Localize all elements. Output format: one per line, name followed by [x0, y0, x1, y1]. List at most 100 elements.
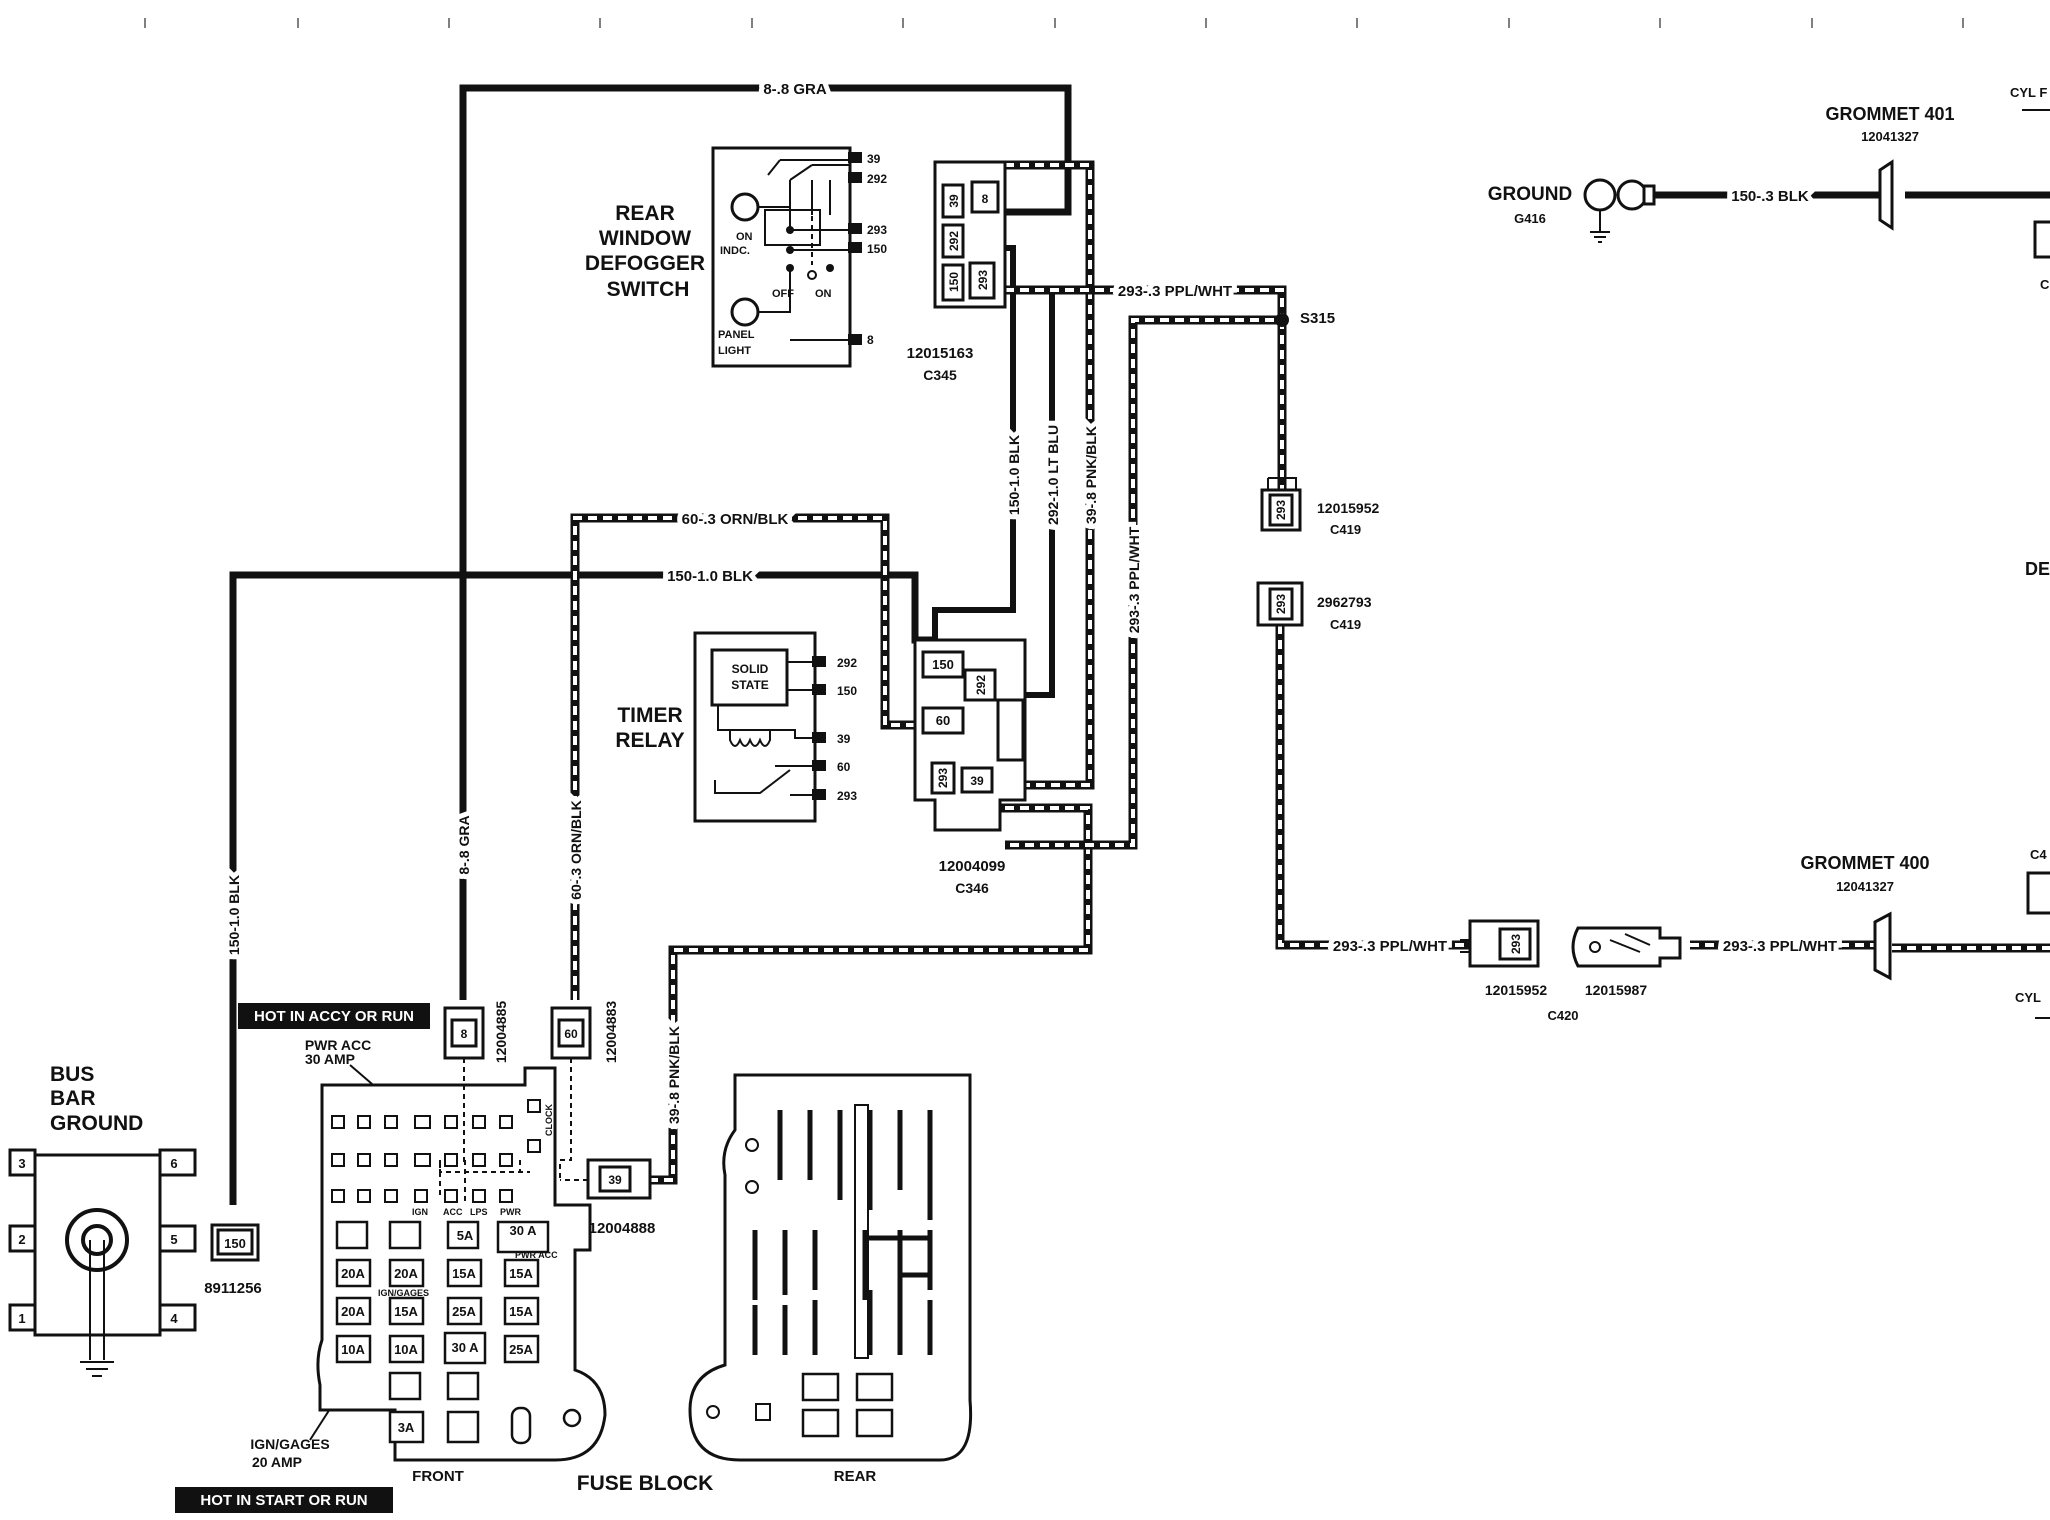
switch-light-label: LIGHT: [718, 345, 751, 357]
bus-terminal-3: 3: [18, 1156, 25, 1171]
timer-title-2: RELAY: [615, 729, 684, 752]
connector-c420: 293 12015952 12015987 C420: [1460, 919, 1682, 1023]
edge-cyl-bottom: CYL: [2015, 990, 2041, 1005]
frame-ticks: [144, 18, 1964, 28]
fuse-20a-2: 20A: [394, 1266, 418, 1281]
hot-accy-label: HOT IN ACCY OR RUN: [254, 1008, 414, 1025]
grommet401-label: GROMMET 401: [1825, 104, 1954, 124]
switch-on-pos-label: ON: [815, 288, 832, 300]
timer-relay: TIMER RELAY SOLID STATE 292 150 39 60 29…: [615, 631, 857, 823]
wire-label-150-blk-mid: 150-1.0 BLK: [1006, 435, 1022, 515]
c420-pin: 293: [1509, 934, 1523, 954]
c346-pin-60: 60: [936, 713, 950, 728]
wire-150-blk-ground: 150-.3 BLK: [1650, 183, 2050, 210]
clock-label: CLOCK: [544, 1104, 554, 1136]
conn-60-part: 12004883: [603, 1001, 619, 1064]
fuse-15a-1: 15A: [452, 1266, 476, 1281]
c419-top-id: C419: [1330, 522, 1361, 537]
switch-indc-label: INDC.: [720, 245, 750, 257]
switch-title-3: DEFOGGER: [585, 252, 705, 275]
wire-label-39-pnk-mid: 39-.8 PNK/BLK: [1083, 426, 1099, 524]
edge-c-top: C: [2040, 277, 2050, 292]
connector-c346: 150 292 60 293 39 12004099 C346: [913, 638, 1027, 896]
switch-pin-39: 39: [867, 152, 881, 166]
switch-title-4: SWITCH: [607, 278, 690, 301]
tiny-ign-gages: IGN/GAGES: [378, 1288, 429, 1298]
fuse-3a: 3A: [398, 1420, 415, 1435]
timer-state-label: STATE: [731, 678, 769, 692]
pwr-acc-amp: 30 AMP: [305, 1051, 355, 1067]
timer-pin-150: 150: [837, 684, 857, 698]
c420-id: C420: [1547, 1008, 1578, 1023]
c420-part-right: 12015987: [1585, 982, 1648, 998]
tiny-ign: IGN: [412, 1207, 428, 1217]
c346-pin-150: 150: [932, 657, 954, 672]
wire-label-293-top: 293-.3 PPL/WHT: [1118, 283, 1232, 300]
grommet400-label: GROMMET 400: [1800, 853, 1929, 873]
wire-label-ground: 150-.3 BLK: [1731, 188, 1809, 205]
ground-g416: GROUND G416: [1488, 178, 1656, 243]
wire-label-60-orn-vert: 60-.3 ORN/BLK: [568, 800, 584, 900]
timer-pin-60: 60: [837, 760, 851, 774]
wire-label-293-bottom-left: 293-.3 PPL/WHT: [1333, 938, 1447, 955]
fuse-10a-2: 10A: [394, 1342, 418, 1357]
fuse-10a-1: 10A: [341, 1342, 365, 1357]
connector-c345: 39 8 292 150 293 12015163 C345: [907, 160, 1007, 383]
switch-pin-150: 150: [867, 242, 887, 256]
fuse-5a: 5A: [457, 1228, 474, 1243]
wire-label-8-gra-vert: 8-.8 GRA: [456, 815, 472, 874]
splice-s315: S315: [1275, 310, 1335, 327]
fuse-front-label: FRONT: [412, 1468, 464, 1485]
timer-title-1: TIMER: [617, 704, 682, 727]
bus-terminal-1: 1: [18, 1311, 25, 1326]
fuse-15a-3: 15A: [394, 1304, 418, 1319]
fuse-20a-1: 20A: [341, 1266, 365, 1281]
conn-8-part: 12004885: [493, 1001, 509, 1064]
wire-150-blk-mid: 150-1.0 BLK: [932, 245, 1027, 660]
switch-on-label: ON: [736, 231, 753, 243]
bus-connector-pin: 150: [224, 1236, 246, 1251]
grommet-401: GROMMET 401 12041327: [1825, 104, 1955, 231]
switch-title-1: REAR: [615, 202, 675, 225]
switch-off-label: OFF: [772, 288, 794, 300]
c345-pin-8: 8: [982, 192, 989, 206]
fuse-20a-3: 20A: [341, 1304, 365, 1319]
grommet400-part: 12041327: [1836, 879, 1894, 894]
wire-label-293-vert: 293-.3 PPL/WHT: [1126, 526, 1142, 633]
c346-part: 12004099: [939, 858, 1006, 875]
conn-60-pin: 60: [564, 1027, 578, 1041]
conn-8-pin: 8: [461, 1027, 468, 1041]
c419-top-part: 12015952: [1317, 500, 1380, 516]
ground-label: GROUND: [1488, 184, 1572, 205]
fuse-25a-2: 25A: [509, 1342, 533, 1357]
wire-label-293-bottom-right: 293-.3 PPL/WHT: [1723, 938, 1837, 955]
c419-bottom-id: C419: [1330, 617, 1361, 632]
grommet401-part: 12041327: [1861, 129, 1919, 144]
wire-label-39-pnk-low: 39-.8 PNK/BLK: [666, 1026, 682, 1124]
fuse-30a-pwr: 30 A: [510, 1223, 538, 1238]
wire-label-150-blk-left: 150-1.0 BLK: [226, 875, 242, 955]
tiny-pwr: PWR: [500, 1207, 521, 1217]
conn-39-pin: 39: [608, 1173, 622, 1187]
defogger-switch: REAR WINDOW DEFOGGER SWITCH ON INDC. OFF…: [585, 146, 887, 368]
fuse-15a-4: 15A: [509, 1304, 533, 1319]
tiny-acc: ACC: [443, 1207, 463, 1217]
c419-top-pin: 293: [1274, 500, 1288, 520]
tiny-lps: LPS: [470, 1207, 488, 1217]
c345-pin-150: 150: [947, 272, 961, 292]
c345-pin-292: 292: [947, 231, 961, 251]
bus-bar-ground: BUS BAR GROUND 3 2 1 6 5 4 150 8911256: [8, 1063, 262, 1377]
fuse-30a-2: 30 A: [452, 1340, 480, 1355]
switch-title-2: WINDOW: [599, 227, 691, 250]
fuse-25a-1: 25A: [452, 1304, 476, 1319]
connector-c419-top: 293 12015952 C419: [1260, 477, 1380, 537]
edge-cyl-top: CYL F: [2010, 85, 2047, 100]
fuse-rear-label: REAR: [834, 1468, 877, 1485]
edge-c4: C4: [2030, 847, 2047, 862]
fuse-15a-2: 15A: [509, 1266, 533, 1281]
fuse-block-title: FUSE BLOCK: [577, 1472, 714, 1495]
bus-title-3: GROUND: [50, 1112, 143, 1135]
c419-bottom-pin: 293: [1274, 594, 1288, 614]
bus-title-2: BAR: [50, 1087, 96, 1110]
